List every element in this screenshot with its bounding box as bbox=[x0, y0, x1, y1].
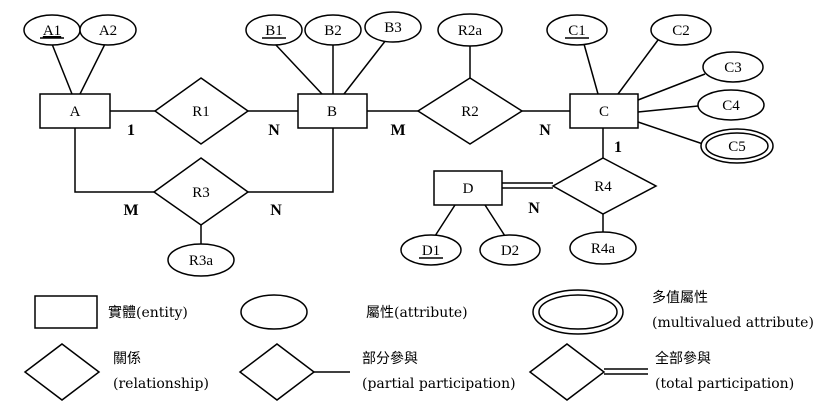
attribute-d2: D2 bbox=[479, 234, 541, 266]
attribute-b1-label: B1 bbox=[265, 23, 283, 39]
cardinality-a-r1: 1 bbox=[127, 122, 135, 139]
relationship-r3: R3 bbox=[152, 157, 250, 226]
cardinality-r3-b: N bbox=[270, 202, 282, 219]
link-r3-b bbox=[248, 128, 334, 193]
connector-lines bbox=[51, 39, 706, 245]
legend-multivalued-label-2: (multivalued attribute) bbox=[652, 315, 814, 331]
legend-total-symbol bbox=[528, 343, 606, 401]
attribute-d1-label: D1 bbox=[422, 243, 440, 259]
attribute-c1-label: C1 bbox=[568, 23, 586, 39]
relationship-r3-label: R3 bbox=[192, 185, 210, 201]
attribute-a1-label: A1 bbox=[43, 23, 61, 39]
attribute-r2a: R2a bbox=[437, 13, 503, 47]
attribute-b1: B1 bbox=[245, 14, 303, 46]
cardinality-r1-b: N bbox=[268, 122, 280, 139]
cardinality-r4-d: N bbox=[528, 200, 540, 217]
attribute-r2a-label: R2a bbox=[458, 23, 483, 39]
entity-b: B bbox=[297, 93, 368, 129]
legend-multivalued-label-1: 多值屬性 bbox=[652, 289, 708, 306]
cardinality-r2-c: N bbox=[539, 122, 551, 139]
legend-partial-label-2: (partial participation) bbox=[362, 376, 516, 392]
legend-partial: 部分參與 (partial participation) bbox=[238, 343, 516, 401]
attribute-c2: C2 bbox=[650, 14, 712, 46]
link-d-d2 bbox=[484, 204, 506, 237]
entity-a-label: A bbox=[70, 104, 81, 120]
legend-relationship-label-1: 關係 bbox=[113, 351, 141, 367]
link-b1-b bbox=[274, 43, 323, 95]
attribute-d2-label: D2 bbox=[501, 243, 519, 259]
attribute-b2: B2 bbox=[304, 14, 362, 46]
entity-a: A bbox=[39, 93, 111, 129]
legend-total-label-2: (total participation) bbox=[655, 376, 794, 392]
legend-relationship: 關係 (relationship) bbox=[23, 343, 209, 401]
legend-attribute: 屬性(attribute) bbox=[240, 294, 468, 330]
attribute-r4a-label: R4a bbox=[591, 241, 616, 257]
link-a-r3 bbox=[74, 128, 154, 193]
attribute-r3a-label: R3a bbox=[189, 253, 214, 269]
relationship-r1: R1 bbox=[153, 77, 250, 145]
legend-partial-symbol bbox=[238, 343, 316, 401]
link-a1-a bbox=[51, 43, 73, 95]
legend-attribute-label: 屬性(attribute) bbox=[366, 305, 468, 321]
link-c3-c bbox=[637, 73, 706, 101]
relationship-r4: R4 bbox=[551, 157, 658, 215]
attribute-c4: C4 bbox=[697, 89, 765, 121]
entity-c: C bbox=[569, 93, 639, 129]
link-c1-c bbox=[583, 43, 599, 95]
legend-total-label-1: 全部參與 bbox=[655, 350, 711, 367]
legend-relationship-symbol bbox=[23, 343, 101, 401]
attribute-r3a: R3a bbox=[167, 243, 235, 277]
attribute-a2-label: A2 bbox=[99, 23, 117, 39]
attribute-c3: C3 bbox=[702, 51, 764, 83]
legend-attribute-symbol bbox=[240, 294, 308, 330]
link-c5-c bbox=[637, 121, 704, 145]
attribute-c4-label: C4 bbox=[722, 98, 740, 114]
attribute-a2: A2 bbox=[79, 14, 137, 46]
relationship-r1-label: R1 bbox=[192, 104, 210, 120]
cardinality-a-r3: M bbox=[123, 202, 138, 219]
relationship-r2: R2 bbox=[416, 77, 524, 145]
relationship-r4-label: R4 bbox=[594, 179, 612, 195]
legend-entity: 實體(entity) bbox=[34, 295, 188, 329]
attribute-b3: B3 bbox=[364, 11, 422, 43]
entity-d-label: D bbox=[463, 181, 474, 197]
legend-relationship-label-2: (relationship) bbox=[113, 376, 209, 392]
entity-d: D bbox=[433, 170, 503, 206]
link-d-d1 bbox=[434, 204, 456, 237]
entity-c-label: C bbox=[599, 104, 609, 120]
cardinality-b-r2: M bbox=[390, 122, 405, 139]
legend-multivalued: 多值屬性 (multivalued attribute) bbox=[532, 289, 814, 335]
attribute-c3-label: C3 bbox=[724, 60, 742, 76]
link-b3-b bbox=[343, 39, 387, 95]
attribute-r4a: R4a bbox=[569, 231, 637, 265]
legend-partial-label-1: 部分參與 bbox=[362, 351, 418, 367]
relationship-r2-label: R2 bbox=[461, 104, 479, 120]
attribute-c1: C1 bbox=[546, 14, 608, 46]
attribute-d1: D1 bbox=[400, 234, 462, 266]
attribute-b2-label: B2 bbox=[324, 23, 342, 39]
entity-b-label: B bbox=[327, 104, 337, 120]
attribute-c5: C5 bbox=[700, 128, 774, 164]
legend-entity-symbol bbox=[34, 295, 98, 329]
attribute-b3-label: B3 bbox=[384, 20, 402, 36]
attribute-c2-label: C2 bbox=[672, 23, 690, 39]
legend-total: 全部參與 (total participation) bbox=[528, 343, 794, 401]
legend-entity-label: 實體(entity) bbox=[108, 304, 188, 321]
attribute-c5-label: C5 bbox=[728, 139, 746, 155]
legend: 實體(entity) 屬性(attribute) 多值屬性 (multivalu… bbox=[23, 289, 814, 401]
cardinality-c-r4: 1 bbox=[614, 139, 622, 156]
link-a2-a bbox=[79, 43, 106, 95]
link-c2-c bbox=[617, 39, 659, 95]
link-c4-c bbox=[637, 105, 699, 113]
attribute-a1: A1 bbox=[23, 14, 81, 46]
